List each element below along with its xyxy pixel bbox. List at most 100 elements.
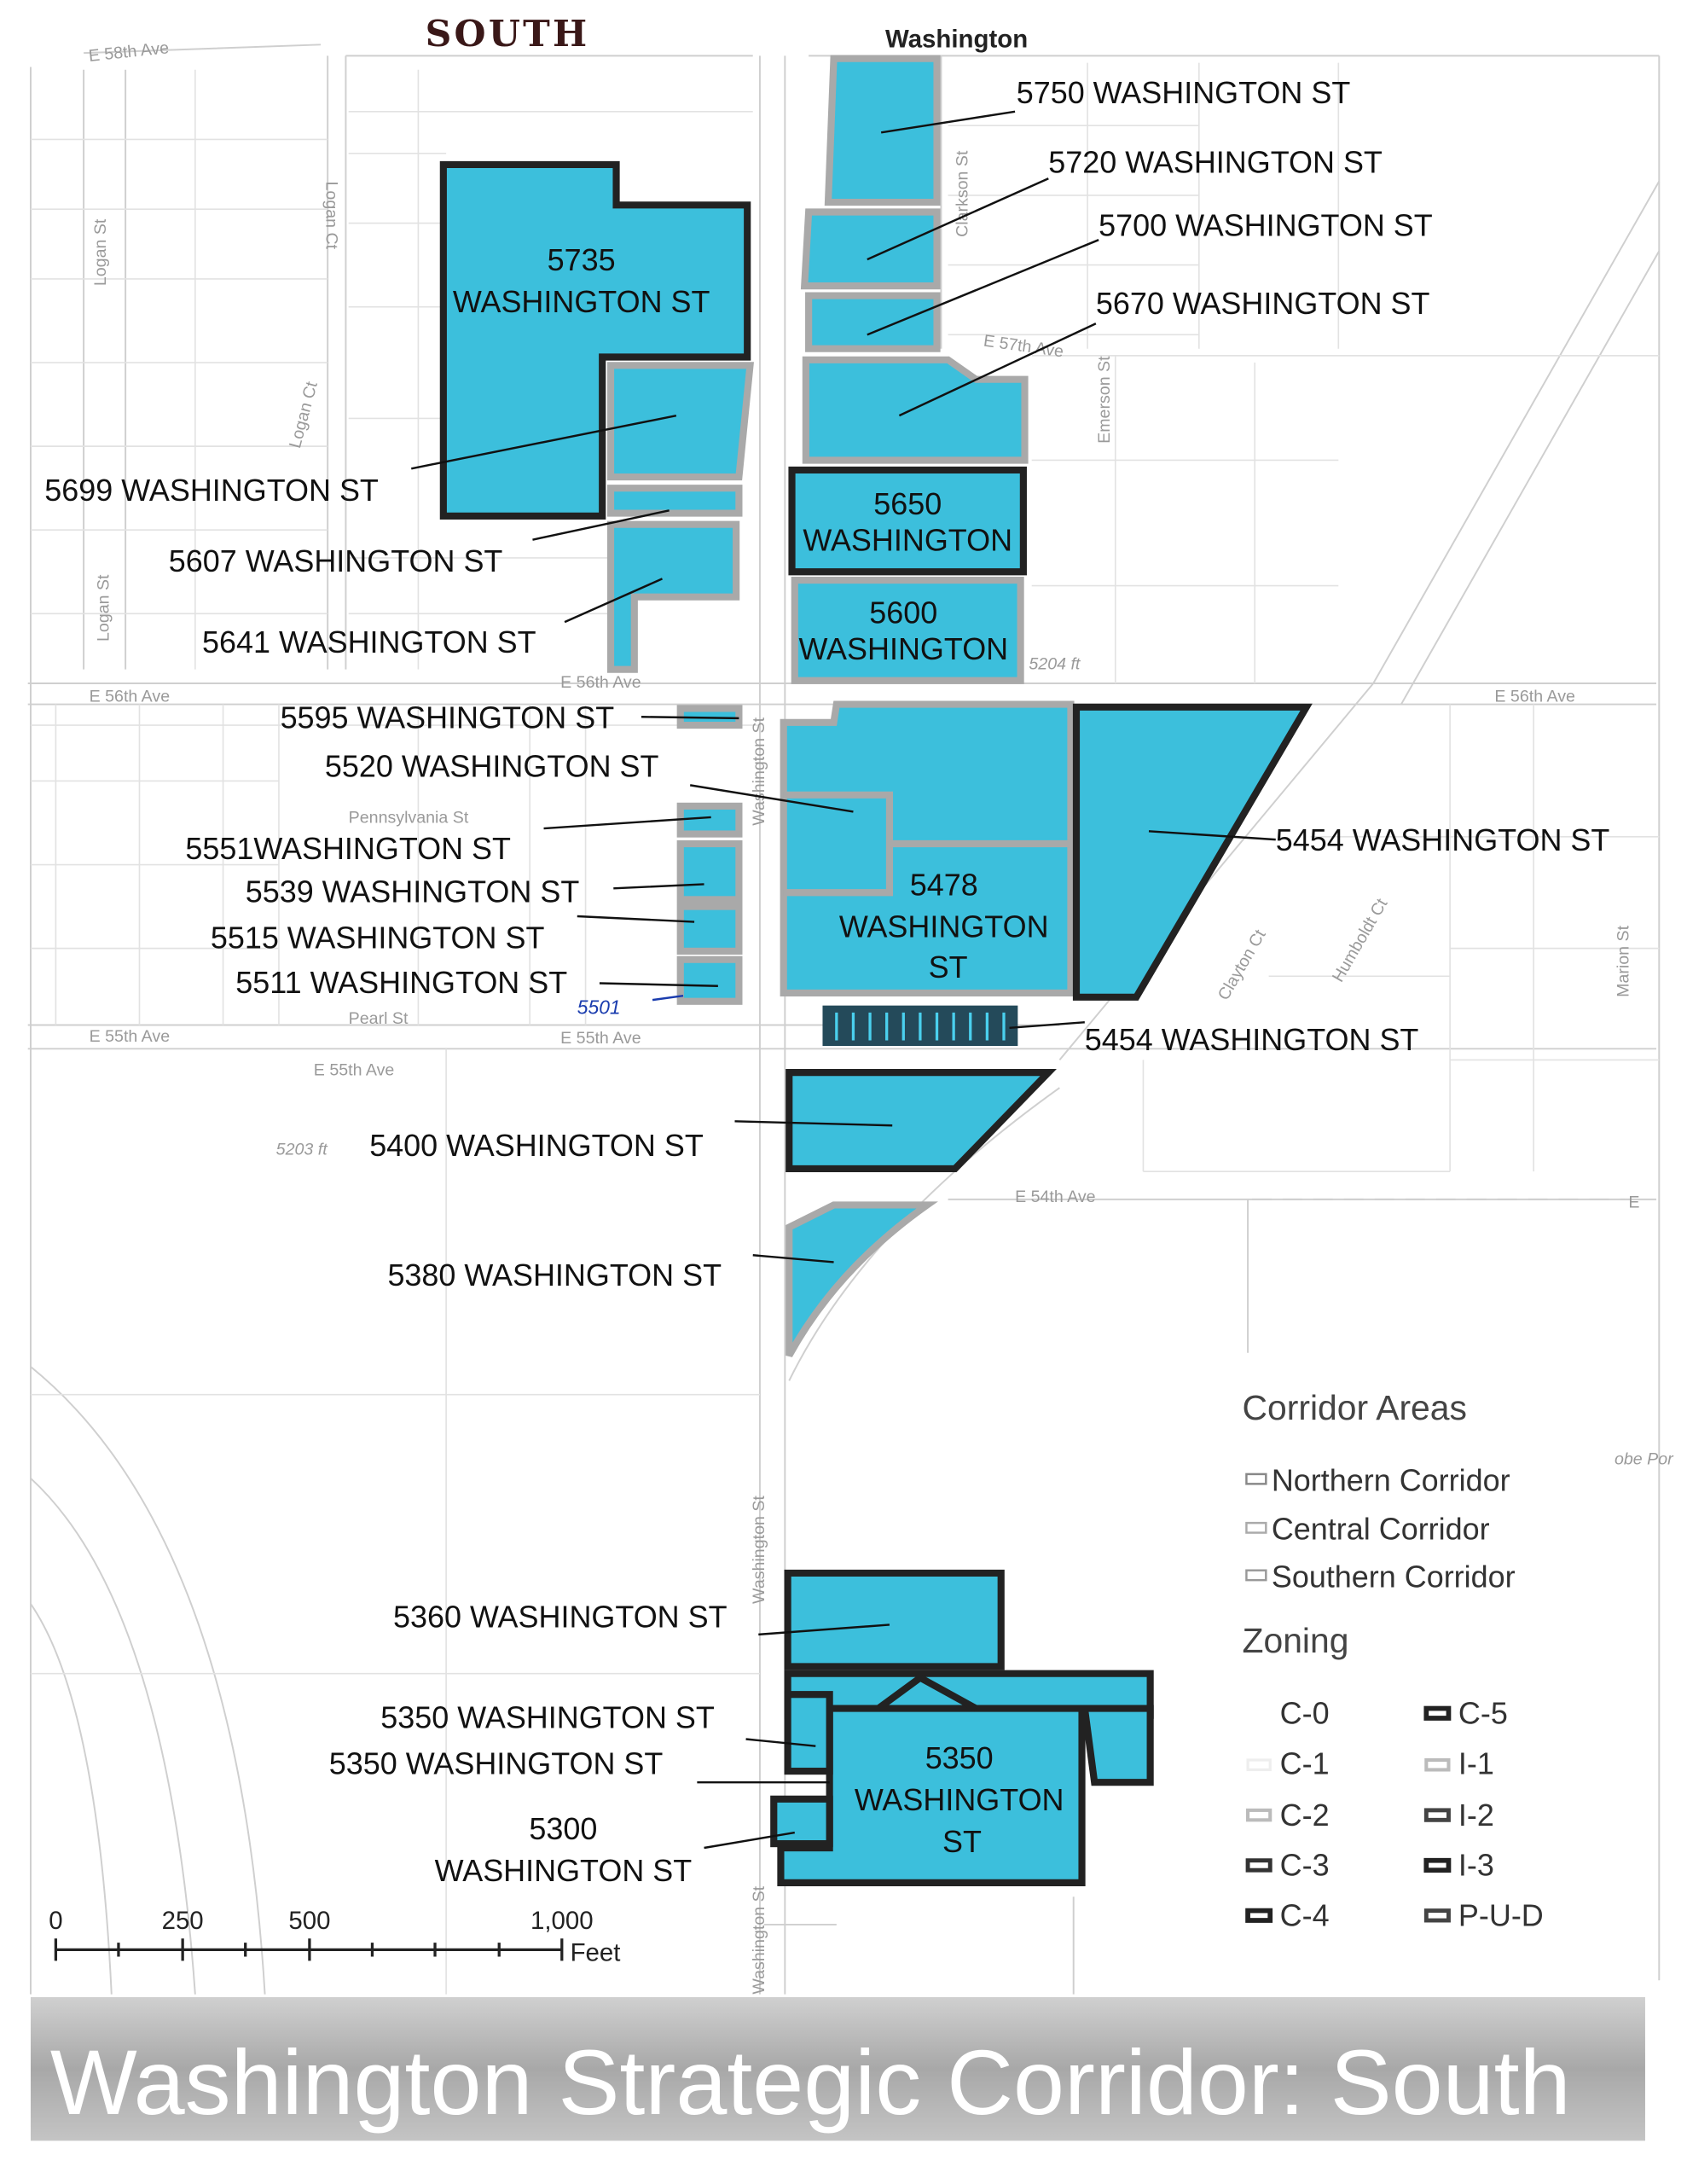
parcel-5670[interactable] bbox=[802, 356, 1029, 464]
parcel-label-5454: 5454 WASHINGTON ST bbox=[1276, 822, 1610, 857]
leader-lines bbox=[410, 110, 1276, 1850]
parcel-5454[interactable] bbox=[1072, 703, 1313, 1001]
street-label: Clarkson St bbox=[953, 150, 971, 237]
parcel-label-5650: 5650 bbox=[873, 486, 942, 521]
parcel-label-5454-hatched: 5454 WASHINGTON ST bbox=[1085, 1022, 1419, 1057]
parcel-label-5300: 5300 bbox=[529, 1811, 597, 1846]
street-label: Logan St bbox=[95, 574, 113, 642]
legend-corridor-northern: Northern Corridor bbox=[1245, 1463, 1510, 1498]
street-label: Pearl St bbox=[349, 1009, 409, 1028]
street-label: E 55th Ave bbox=[90, 1027, 171, 1046]
street-label: E bbox=[1628, 1194, 1639, 1212]
parcel-5641[interactable] bbox=[606, 520, 740, 673]
street-label: Washington St bbox=[750, 1496, 768, 1604]
parcel-5380[interactable] bbox=[786, 1201, 938, 1357]
parcel-5300[interactable] bbox=[770, 1795, 833, 1848]
parcel-label-5350: ST bbox=[942, 1824, 982, 1859]
legend-label: C-4 bbox=[1280, 1898, 1330, 1933]
legend-swatch bbox=[1246, 1808, 1272, 1822]
map-legend: Corridor Areas Northern Corridor Central… bbox=[1243, 1388, 1544, 1932]
parcel-5350-west[interactable] bbox=[784, 1691, 833, 1775]
parcel-label-5478: 5478 bbox=[910, 868, 978, 903]
legend-swatch bbox=[1424, 1757, 1451, 1772]
legend-swatch bbox=[1245, 1908, 1273, 1923]
legend-swatch bbox=[1423, 1857, 1452, 1873]
parcel-label-5350: 5350 bbox=[925, 1740, 994, 1775]
parcel-label-5515: 5515 WASHINGTON ST bbox=[211, 921, 545, 956]
street-label: Humboldt Ct bbox=[1329, 895, 1392, 985]
parcel-label-5720: 5720 WASHINGTON ST bbox=[1048, 145, 1383, 180]
parcel-label-5699: 5699 WASHINGTON ST bbox=[44, 473, 379, 508]
legend-label: P-U-D bbox=[1458, 1898, 1544, 1933]
legend-label: C-3 bbox=[1280, 1848, 1330, 1883]
scale-tick-label: 500 bbox=[288, 1907, 330, 1935]
legend-label: C-5 bbox=[1458, 1696, 1508, 1731]
parcel-label-5700: 5700 WASHINGTON ST bbox=[1099, 207, 1433, 242]
legend-swatch bbox=[1423, 1705, 1452, 1721]
parcel-5700[interactable] bbox=[805, 292, 941, 352]
parcels bbox=[439, 55, 1313, 1886]
parcel-label-5607: 5607 WASHINGTON ST bbox=[169, 543, 503, 578]
street-label: E 58th Ave bbox=[88, 38, 170, 66]
parcel-label-5380: 5380 WASHINGTON ST bbox=[387, 1258, 722, 1292]
parcel-label-5350: 5350 WASHINGTON ST bbox=[329, 1745, 664, 1780]
legend-label: I-2 bbox=[1458, 1798, 1494, 1833]
elevation-label: 5203 ft bbox=[276, 1141, 329, 1159]
parcel-5400[interactable] bbox=[786, 1069, 1057, 1172]
parcel-5350-east[interactable] bbox=[1081, 1705, 1154, 1786]
parcel-label-5350: 5350 WASHINGTON ST bbox=[380, 1699, 715, 1734]
legend-corridor-central: Central Corridor bbox=[1245, 1512, 1490, 1547]
parcel-label-5520: 5520 WASHINGTON ST bbox=[325, 749, 659, 784]
legend-label: I-1 bbox=[1458, 1745, 1494, 1780]
parcel-5551[interactable] bbox=[676, 802, 743, 838]
street-label: obe Por bbox=[1615, 1449, 1674, 1468]
parcel-5650[interactable] bbox=[788, 466, 1027, 576]
legend-label: C-2 bbox=[1280, 1798, 1330, 1833]
street-label: Logan Ct bbox=[286, 380, 322, 450]
scale-tick-label: 250 bbox=[162, 1907, 204, 1935]
street-label: E 56th Ave bbox=[560, 673, 641, 692]
legend-swatch bbox=[1246, 1758, 1272, 1772]
legend-swatch bbox=[1245, 1472, 1267, 1485]
parcel-5607[interactable] bbox=[606, 485, 743, 517]
parcel-label-5511: 5511 WASHINGTON ST bbox=[235, 965, 567, 1000]
parcel-label-5650: WASHINGTON bbox=[803, 523, 1012, 558]
parcel-5750[interactable] bbox=[824, 55, 941, 206]
street-label: Pennsylvania St bbox=[349, 809, 469, 828]
parcel-label-5300: WASHINGTON ST bbox=[435, 1853, 693, 1888]
parcel-5511[interactable] bbox=[676, 956, 743, 1005]
parcel-label-5400: 5400 WASHINGTON ST bbox=[369, 1128, 704, 1163]
legend-swatch bbox=[1245, 1858, 1272, 1873]
scale-tick-label: 1,000 bbox=[530, 1907, 594, 1935]
parcel-label-5551: 5551WASHINGTON ST bbox=[185, 831, 511, 866]
legend-swatch bbox=[1245, 1569, 1267, 1582]
street-label: Logan Ct bbox=[322, 182, 341, 250]
legend-label: I-3 bbox=[1458, 1848, 1494, 1883]
street-label: Marion St bbox=[1614, 925, 1632, 996]
parcel-label-5735: WASHINGTON ST bbox=[453, 284, 710, 319]
street-label: Washington St bbox=[750, 717, 768, 825]
parcel-5600[interactable] bbox=[791, 576, 1024, 684]
handwritten-note: 5501 bbox=[577, 996, 621, 1018]
parcel-5699[interactable] bbox=[606, 362, 754, 481]
parcel-5720[interactable] bbox=[800, 208, 941, 290]
parcel-label-5735: 5735 bbox=[548, 242, 616, 277]
legend-label: Northern Corridor bbox=[1272, 1463, 1510, 1498]
title-banner: Washington Strategic Corridor: South bbox=[30, 1996, 1645, 2141]
map-title: Washington Strategic Corridor: South bbox=[50, 2030, 1571, 2134]
legend-label: C-1 bbox=[1280, 1745, 1330, 1780]
street-label: E 55th Ave bbox=[560, 1029, 641, 1048]
handwritten-title: SOUTH bbox=[426, 13, 590, 55]
legend-zoning-right: C-5 I-1 I-2 I-3 P-U-D bbox=[1423, 1696, 1544, 1933]
parcel-5454-hatched[interactable] bbox=[822, 1005, 1018, 1047]
parcel-5515[interactable] bbox=[676, 903, 743, 955]
parcel-5539[interactable] bbox=[676, 839, 743, 903]
parcel-5350-main[interactable] bbox=[777, 1705, 1086, 1886]
parcel-5478[interactable] bbox=[780, 700, 1075, 997]
legend-swatch bbox=[1245, 1521, 1267, 1534]
street-label: E 56th Ave bbox=[1494, 687, 1575, 706]
parcel-5360[interactable] bbox=[784, 1569, 1005, 1670]
parcel-5735[interactable] bbox=[439, 160, 751, 520]
scale-tick-label: 0 bbox=[49, 1907, 62, 1935]
